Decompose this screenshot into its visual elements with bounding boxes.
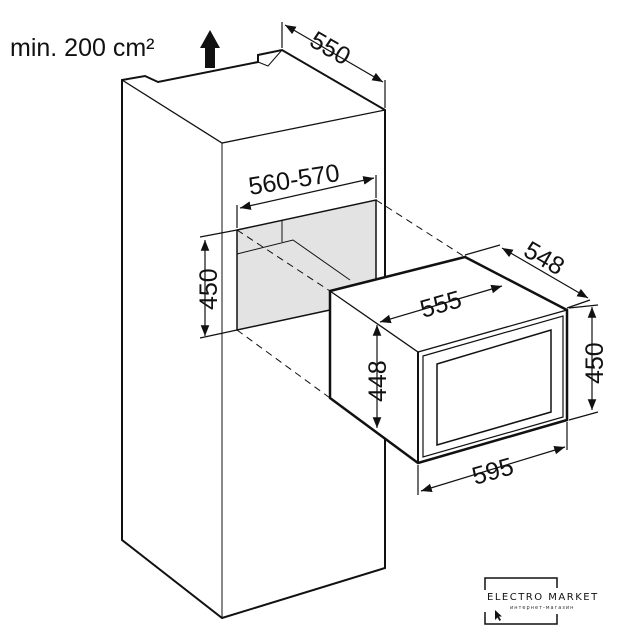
appliance-depth-label: 548 — [519, 236, 569, 281]
watermark-title: ELECTRO MARKET — [487, 592, 599, 603]
watermark-frame — [484, 577, 558, 625]
niche-height-label: 450 — [195, 268, 223, 310]
appliance-front-height-label: 450 — [581, 342, 609, 384]
tall-cabinet — [121, 48, 386, 620]
appliance-front-width-label: 595 — [469, 452, 517, 490]
ventilation-label: min. 200 cm² — [10, 34, 154, 62]
dimension-lines — [199, 22, 599, 495]
projection-lines — [236, 199, 466, 399]
appliance-body-height-label: 448 — [364, 360, 392, 402]
watermark-subtitle: интернет-магазин — [510, 605, 575, 611]
niche-width-label: 560-570 — [247, 159, 342, 201]
cabinet-depth-label: 550 — [305, 26, 355, 71]
door-window — [436, 328, 552, 446]
ventilation-arrow-icon — [200, 30, 220, 68]
cursor-icon — [495, 610, 502, 621]
